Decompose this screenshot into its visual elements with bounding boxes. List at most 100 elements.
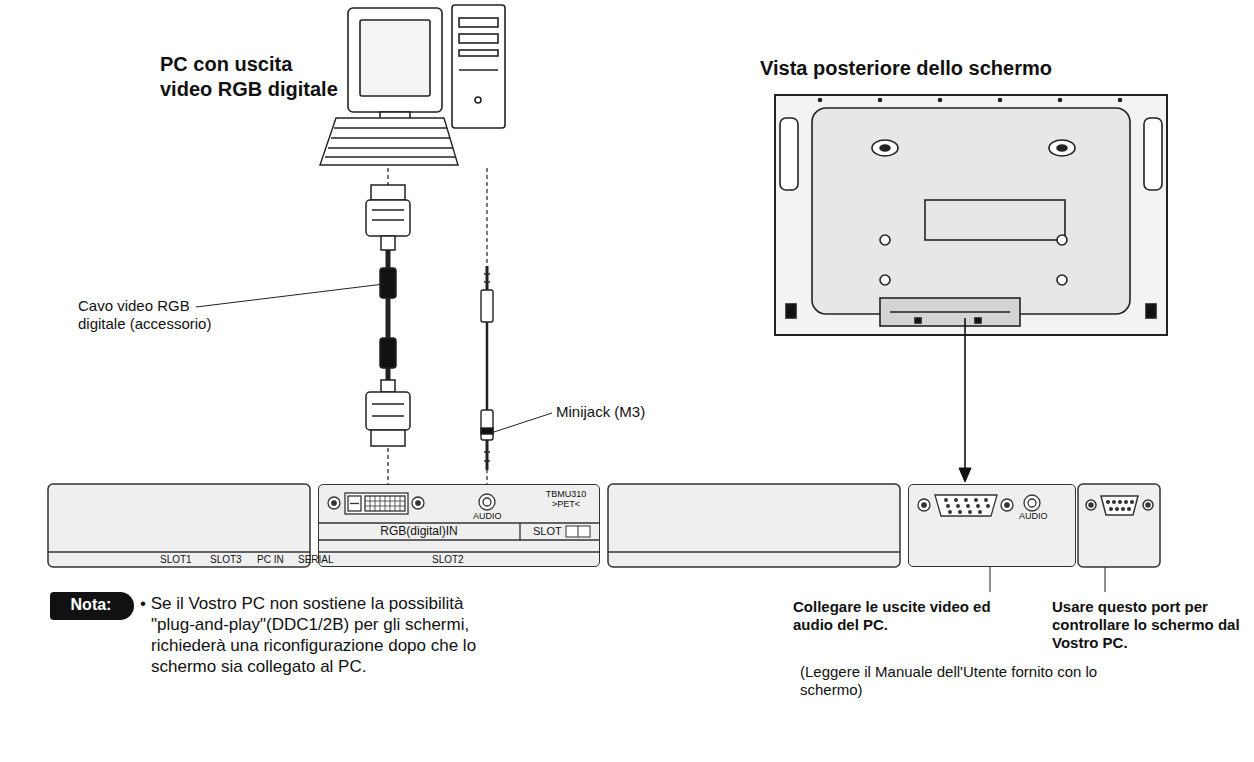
slot2-detail (395, 496, 396, 511)
audio-cable (486, 322, 489, 410)
audio-cable (486, 440, 489, 470)
pcin-detail (1028, 499, 1036, 507)
dvi-cable (371, 430, 405, 446)
pcin-detail (985, 499, 988, 502)
pcin-detail (975, 499, 978, 502)
screen-rear (925, 200, 1065, 240)
pcin-detail (977, 505, 980, 508)
screen-rear (1057, 235, 1067, 245)
slot2-detail (385, 496, 386, 511)
screen-rear (939, 99, 942, 102)
pc-in-panel: AUDIO (908, 484, 1076, 567)
pcin-detail (949, 511, 952, 514)
audio-cable (481, 410, 493, 440)
slot2-detail (365, 496, 405, 511)
screen-rear (1059, 99, 1062, 102)
pc-keyboard (325, 156, 456, 157)
pcin-detail (967, 505, 970, 508)
dvi-cable (366, 392, 410, 430)
screen-rear (880, 235, 890, 245)
slot2-detail (390, 496, 391, 511)
screen-rear (890, 311, 1010, 313)
screen-rear (819, 99, 822, 102)
serial-panel (1119, 501, 1122, 504)
audio-cable (481, 266, 493, 470)
port-name: RGB(digital)IN (319, 524, 519, 539)
leader-line (196, 284, 1105, 592)
blank-panel (48, 484, 310, 567)
serial-panel (1078, 484, 1160, 567)
pc-keyboard (334, 127, 447, 128)
pcin-detail (935, 495, 997, 516)
screen-rear (872, 140, 898, 156)
slot2-detail (566, 526, 590, 537)
dvi-cable (381, 236, 395, 250)
pc-monitor (348, 8, 442, 112)
slot2-detail (332, 501, 336, 505)
part-name: Cavo video RGB digitale (accessorio) (78, 297, 228, 333)
blank-panel (48, 484, 900, 567)
screen-rear (999, 99, 1002, 102)
slot2-detail (318, 551, 600, 552)
dvi-cable (372, 219, 404, 221)
screen-rear (775, 95, 1167, 335)
slot2-detail (348, 496, 361, 511)
screen-rear (1057, 275, 1067, 285)
screen-rear (880, 145, 890, 151)
screen-rear (1144, 118, 1162, 190)
pcin-detail (945, 499, 948, 502)
port-name: SLOT (533, 524, 573, 539)
slot2-detail (365, 501, 405, 502)
port-name: AUDIO (1019, 511, 1059, 521)
audio-cable (481, 290, 493, 322)
leader-line (494, 413, 552, 432)
screen-rear (780, 118, 798, 190)
port-name: AUDIO (473, 511, 513, 521)
slot2-detail (318, 539, 600, 540)
cable-line (387, 168, 388, 484)
dvi-cable (371, 185, 405, 200)
slot2-detail (350, 503, 359, 504)
slot-label: SLOT2 (432, 554, 482, 566)
screen-rear (775, 95, 1167, 335)
pc-tower (452, 5, 505, 128)
pcin-detail (979, 511, 982, 514)
device-heading: PC con uscita video RGB digitale (160, 52, 344, 102)
slot-label: SLOT3 (210, 554, 260, 566)
serial-panel (1125, 501, 1128, 504)
pcin-detail (1005, 503, 1009, 507)
slot2-detail (318, 522, 600, 523)
part-name: Minijack (M3) (556, 403, 696, 421)
pointer-arrow (959, 318, 971, 482)
audio-cable (484, 460, 490, 461)
serial-panel (1113, 501, 1116, 504)
dvi-cable (366, 185, 410, 446)
serial-panel (1143, 500, 1153, 510)
serial-panel (1116, 508, 1119, 511)
cable-line (486, 168, 487, 484)
pcin-detail (957, 505, 960, 508)
note-badge: Nota: (50, 592, 134, 620)
pc-tower (475, 97, 481, 103)
pc-monitor (380, 112, 410, 120)
slot2-detail (400, 496, 401, 511)
pc-tower (459, 50, 498, 56)
slot2-detail (318, 493, 600, 552)
serial-panel (1089, 503, 1093, 507)
pc-monitor (348, 8, 442, 120)
slot-label: SERIAL (298, 554, 348, 566)
slot2-detail (479, 494, 495, 510)
slot-label: SLOT1 (160, 554, 210, 566)
screen-rear (1049, 140, 1075, 156)
pcin-detail (918, 495, 1040, 516)
slot2-detail (519, 523, 520, 540)
serial-panel (1101, 496, 1138, 515)
serial-panel (1146, 503, 1150, 507)
pointer-arrow (964, 318, 966, 470)
pcin-detail (955, 499, 958, 502)
audio-cable (484, 281, 490, 282)
screen-rear (880, 275, 890, 285)
callout-text: Collegare le uscite video ed audio del P… (793, 598, 998, 634)
dvi-cable (372, 403, 404, 405)
dvi-cable (381, 380, 395, 392)
